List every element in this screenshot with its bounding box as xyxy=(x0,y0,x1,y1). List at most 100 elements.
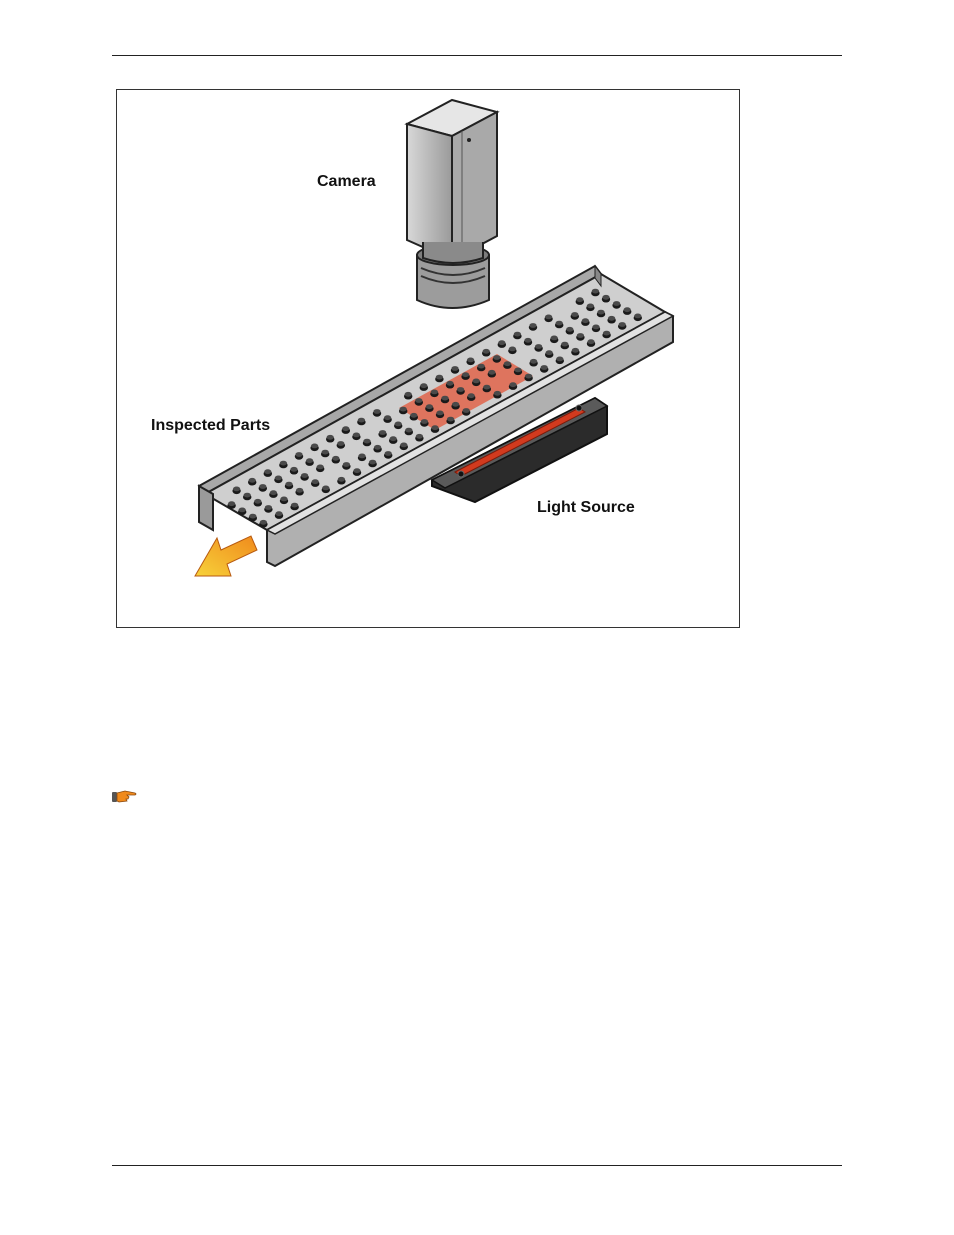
part-dot-top xyxy=(592,325,599,330)
part-dot-top xyxy=(259,484,266,489)
camera-icon xyxy=(407,100,497,308)
part-dot-top xyxy=(463,408,470,413)
part-dot-top xyxy=(572,348,579,353)
part-dot-top xyxy=(525,374,532,379)
light-source-label: Light Source xyxy=(537,499,635,516)
part-dot-top xyxy=(353,433,360,438)
part-dot-top xyxy=(509,382,516,387)
part-dot-top xyxy=(249,514,256,519)
part-dot-top xyxy=(311,444,318,449)
part-dot-top xyxy=(592,289,599,294)
part-dot-top xyxy=(468,393,475,398)
part-dot-top xyxy=(301,473,308,478)
part-dot-top xyxy=(379,430,386,435)
part-dot-top xyxy=(275,511,282,516)
part-dot-top xyxy=(290,467,297,472)
part-dot-top xyxy=(233,487,240,492)
part-dot-top xyxy=(556,321,563,326)
figure-illustration: Camera Light Source In xyxy=(117,90,739,627)
part-dot-top xyxy=(545,315,552,320)
part-dot-top xyxy=(608,316,615,321)
part-dot-top xyxy=(228,501,235,506)
part-dot-top xyxy=(265,505,272,510)
pointing-hand-icon xyxy=(111,787,137,805)
part-dot-top xyxy=(390,436,397,441)
part-dot-top xyxy=(358,454,365,459)
part-dot-top xyxy=(441,396,448,401)
part-dot-top xyxy=(254,499,261,504)
part-dot-top xyxy=(426,404,433,409)
part-dot-top xyxy=(420,383,427,388)
part-dot-top xyxy=(343,462,350,467)
part-dot-top xyxy=(473,379,480,384)
part-dot-top xyxy=(582,318,589,323)
part-dot-top xyxy=(353,468,360,473)
part-dot-top xyxy=(587,304,594,309)
part-dot-top xyxy=(452,402,459,407)
part-dot-top xyxy=(571,312,578,317)
part-dot-top xyxy=(405,392,412,397)
part-dot-top xyxy=(546,350,553,355)
part-dot-top xyxy=(264,469,271,474)
part-dot-top xyxy=(275,476,282,481)
part-dot-top xyxy=(483,385,490,390)
part-dot-top xyxy=(514,368,521,373)
part-dot-top xyxy=(327,435,334,440)
part-dot-top xyxy=(467,358,474,363)
figure-vision-inspection-setup: Camera Light Source In xyxy=(116,89,740,628)
part-dot-top xyxy=(624,307,631,312)
part-dot-top xyxy=(322,450,329,455)
part-dot-top xyxy=(270,490,277,495)
part-dot-top xyxy=(483,349,490,354)
part-dot-top xyxy=(494,391,501,396)
part-dot-top xyxy=(457,387,464,392)
part-dot-top xyxy=(410,413,417,418)
part-dot-top xyxy=(577,333,584,338)
part-dot-top xyxy=(509,347,516,352)
part-dot-top xyxy=(478,364,485,369)
part-dot-top xyxy=(613,301,620,306)
part-dot-top xyxy=(451,366,458,371)
part-dot-top xyxy=(358,418,365,423)
part-dot-top xyxy=(280,497,287,502)
part-dot-top xyxy=(535,344,542,349)
part-dot-top xyxy=(322,486,329,491)
part-dot-top xyxy=(488,370,495,375)
part-dot-top xyxy=(373,409,380,414)
part-dot-top xyxy=(332,456,339,461)
header-rule xyxy=(112,55,842,56)
part-dot-top xyxy=(551,336,558,341)
part-dot-top xyxy=(338,477,345,482)
part-dot-top xyxy=(285,482,292,487)
part-dot-top xyxy=(295,452,302,457)
part-dot-top xyxy=(447,417,454,422)
part-dot-top xyxy=(561,342,568,347)
arrow-icon xyxy=(195,536,257,576)
part-dot-top xyxy=(524,338,531,343)
part-dot-top xyxy=(436,375,443,380)
part-dot-top xyxy=(400,407,407,412)
part-dot-top xyxy=(634,314,641,319)
part-dot-top xyxy=(416,434,423,439)
part-dot-top xyxy=(431,425,438,430)
part-dot-top xyxy=(530,359,537,364)
part-dot-top xyxy=(244,493,251,498)
part-dot-top xyxy=(374,445,381,450)
part-dot-top xyxy=(498,340,505,345)
part-dot-top xyxy=(249,478,256,483)
part-dot-top xyxy=(317,465,324,470)
part-dot-top xyxy=(462,372,469,377)
part-dot-top xyxy=(239,508,246,513)
part-dot-top xyxy=(504,361,511,366)
part-dot-top xyxy=(400,443,407,448)
part-dot-top xyxy=(602,295,609,300)
part-dot-top xyxy=(395,422,402,427)
part-dot-top xyxy=(529,323,536,328)
part-dot-top xyxy=(306,458,313,463)
part-dot-top xyxy=(312,479,319,484)
part-dot-top xyxy=(296,488,303,493)
part-dot-top xyxy=(405,428,412,433)
part-dot-top xyxy=(363,439,370,444)
part-dot-top xyxy=(260,520,267,525)
part-dot-top xyxy=(541,365,548,370)
